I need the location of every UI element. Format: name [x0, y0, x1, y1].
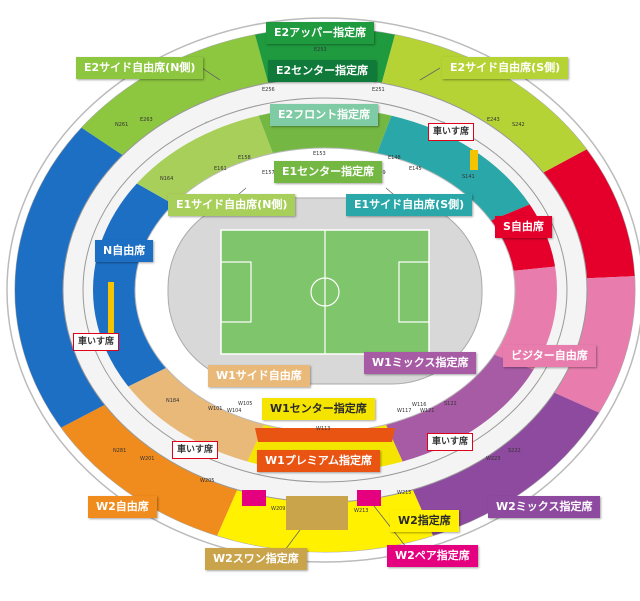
- label-w2-free[interactable]: W2自由席: [88, 496, 157, 518]
- section-code: S122: [444, 401, 457, 407]
- section-code: S222: [508, 448, 521, 454]
- section-code: E148: [388, 155, 401, 161]
- w1-premium-strip[interactable]: [255, 428, 395, 442]
- penalty-box-s: [398, 261, 430, 323]
- label-w2-swan[interactable]: W2スワン指定席: [205, 548, 307, 570]
- section-code: W101: [208, 406, 223, 412]
- section-code: W121: [420, 408, 435, 414]
- wheelchair-tag-se[interactable]: 車いす席: [428, 123, 475, 141]
- section-code: W209: [271, 506, 286, 512]
- section-code: S242: [512, 122, 525, 128]
- center-circle: [310, 277, 340, 307]
- section-code: E253: [314, 47, 327, 53]
- label-w2-pair[interactable]: W2ペア指定席: [387, 545, 478, 567]
- label-w1-center[interactable]: W1センター指定席: [262, 398, 375, 420]
- section-code: W104: [227, 408, 242, 414]
- label-w1-mix[interactable]: W1ミックス指定席: [364, 352, 477, 374]
- section-code: N261: [115, 122, 128, 128]
- section-code: W205: [200, 478, 215, 484]
- leader-line: [419, 67, 441, 81]
- w2-swan-block[interactable]: [286, 496, 348, 530]
- section-code: W215: [397, 490, 412, 496]
- label-w1-side[interactable]: W1サイド自由席: [208, 365, 310, 387]
- section-code: S141: [462, 174, 475, 180]
- section-code: E256: [262, 87, 275, 93]
- section-code: W213: [354, 508, 369, 514]
- section-code: E243: [487, 117, 500, 123]
- label-e1-side-s[interactable]: E1サイド自由席(S側): [346, 194, 473, 216]
- section-code: N164: [160, 176, 173, 182]
- section-code: E153: [313, 151, 326, 157]
- label-e2-side-n[interactable]: E2サイド自由席(N側): [76, 57, 204, 79]
- section-code: E251: [372, 87, 385, 93]
- wheelchair-strip-n[interactable]: [108, 282, 114, 340]
- section-code: W201: [140, 456, 155, 462]
- label-e2-front[interactable]: E2フロント指定席: [270, 104, 379, 126]
- penalty-box-n: [220, 261, 252, 323]
- section-code: W105: [238, 401, 253, 407]
- label-e1-side-n[interactable]: E1サイド自由席(N側): [168, 194, 296, 216]
- label-e2-upper[interactable]: E2アッパー指定席: [266, 22, 375, 44]
- section-code: W223: [486, 456, 501, 462]
- section-code: E145: [409, 166, 422, 172]
- label-n-free[interactable]: N自由席: [95, 240, 154, 262]
- section-code: E158: [238, 155, 251, 161]
- label-w1-premium[interactable]: W1プレミアム指定席: [257, 450, 381, 472]
- section-code: W113: [316, 426, 331, 432]
- w2-pair-block-n[interactable]: [242, 490, 266, 506]
- label-e1-center[interactable]: E1センター指定席: [274, 161, 383, 183]
- section-code: W117: [397, 408, 412, 414]
- wheelchair-tag-wn[interactable]: 車いす席: [172, 441, 219, 459]
- section-code: N281: [113, 448, 126, 454]
- wheelchair-tag-n[interactable]: 車いす席: [73, 333, 120, 351]
- section-code: E263: [140, 117, 153, 123]
- label-e2-center[interactable]: E2センター指定席: [268, 60, 377, 82]
- leader-line: [201, 67, 221, 81]
- w2-pair-block-s[interactable]: [357, 490, 381, 506]
- label-s-free[interactable]: S自由席: [495, 216, 552, 238]
- label-e2-side-s[interactable]: E2サイド自由席(S側): [442, 57, 569, 79]
- section-code: E157: [262, 170, 275, 176]
- section-code: N184: [166, 398, 179, 404]
- wheelchair-tag-ws[interactable]: 車いす席: [427, 433, 474, 451]
- label-w2-reserved[interactable]: W2指定席: [390, 510, 459, 532]
- label-visitor[interactable]: ビジター自由席: [503, 345, 596, 367]
- section-code: E161: [214, 166, 227, 172]
- wheelchair-strip-s[interactable]: [470, 150, 478, 170]
- label-w2-mix[interactable]: W2ミックス指定席: [488, 496, 601, 518]
- section-code: W116: [412, 402, 427, 408]
